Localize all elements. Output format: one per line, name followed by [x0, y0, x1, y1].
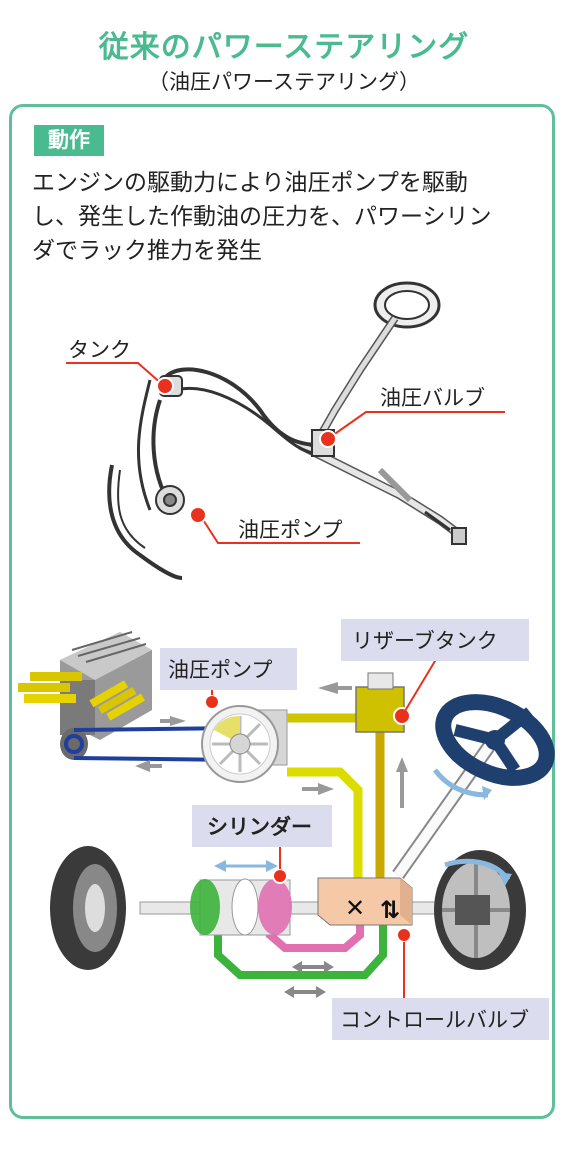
- page-title: 従来のパワーステアリング: [98, 30, 470, 65]
- pump-schematic: [201, 705, 288, 783]
- valve-marker: [319, 430, 337, 448]
- control-valve: ✕ ⇅: [317, 877, 413, 1005]
- label-hydraulic-valve: 油圧バルブ: [380, 386, 485, 410]
- label-reservoir: リザーブタンク: [352, 629, 498, 653]
- content-frame: [9, 104, 555, 1119]
- description-line: し、発生した作動油の圧力を、パワーシリン: [32, 204, 492, 230]
- label-pump-schematic: 油圧ポンプ: [168, 658, 272, 682]
- tank-marker: [156, 377, 174, 395]
- pump-marker: [189, 506, 207, 524]
- valve-cross-icon: ✕: [345, 894, 365, 922]
- right-wheel: [434, 850, 526, 970]
- control-valve-label-box: [332, 998, 549, 1040]
- label-tank: タンク: [68, 338, 131, 362]
- label-cylinder: シリンダー: [207, 815, 312, 839]
- left-wheel: [50, 846, 126, 970]
- return-flow-arrows: [284, 961, 334, 998]
- steering-wheel-icon: [435, 694, 555, 786]
- label-hydraulic-pump: 油圧ポンプ: [238, 518, 342, 542]
- cylinder-label-box: [192, 805, 332, 847]
- label-control-valve: コントロールバルブ: [340, 1008, 529, 1032]
- engine-block: [18, 631, 152, 760]
- reservoir-label-box: [341, 619, 529, 661]
- page-subtitle: （油圧パワーステアリング）: [148, 70, 420, 94]
- pump-label-box: [160, 648, 297, 690]
- description-line: エンジンの駆動力により油圧ポンプを駆動: [32, 170, 468, 196]
- description-text: エンジンの駆動力により油圧ポンプを駆動 し、発生した作動油の圧力を、パワーシリン…: [32, 166, 542, 268]
- section-badge: 動作: [34, 125, 104, 156]
- reservoir-tank: [355, 655, 439, 733]
- cylinder-motion-arrow: [214, 860, 278, 872]
- callout-lines: [66, 362, 505, 544]
- description-line: ダでラック推力を発生: [32, 238, 262, 264]
- power-cylinder: [190, 845, 292, 936]
- flow-arrows: [135, 682, 408, 808]
- valve-updown-icon: ⇅: [380, 896, 400, 924]
